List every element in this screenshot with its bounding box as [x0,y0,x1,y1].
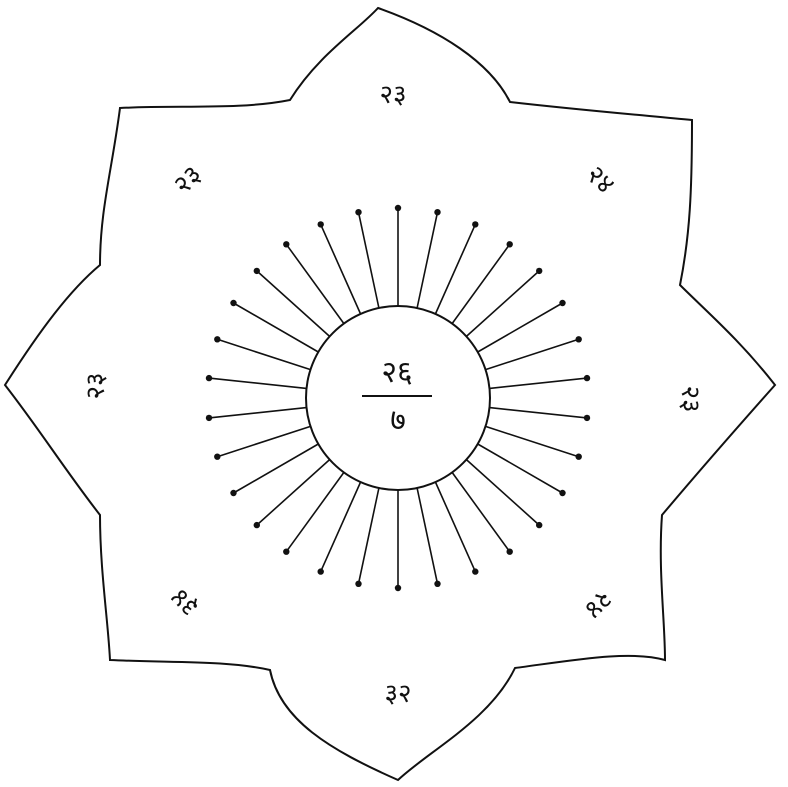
ray-dot [395,205,401,211]
petal-label-top-right: २४ [580,160,620,200]
ray-dot [395,585,401,591]
ray-dot [536,268,542,274]
ray-line [359,212,379,308]
petal-label-top: २३ [379,80,406,110]
ray-dot [507,549,513,555]
ray-dot [230,300,236,306]
center-circle [306,306,490,490]
ray-line [490,378,588,388]
ray-dot [536,522,542,528]
ray-line [257,271,330,337]
ray-dot [576,454,582,460]
ray-dot [318,221,324,227]
petal-label-bottom: ३२ [384,679,411,709]
ray-dot [283,241,289,247]
center-denominator: ७ [390,403,406,438]
ray-line [486,339,579,369]
ray-dot [584,375,590,381]
petal-label-bottom-left: ३४ [165,582,205,622]
ray-line [478,444,563,493]
ray-line [234,303,319,352]
ray-line [217,426,310,456]
ray-dot [559,300,565,306]
ray-line [209,408,307,418]
ray-dot [318,568,324,574]
ray-dot [355,209,361,215]
ray-dot [434,581,440,587]
petal-label-left: २३ [81,372,111,399]
ray-line [466,271,539,337]
ray-line [209,378,307,388]
ray-line [217,339,310,369]
petal-label-bottom-right: २४ [578,584,618,624]
ray-dot [206,375,212,381]
ray-line [490,408,588,418]
ray-line [486,426,579,456]
ray-dot [355,581,361,587]
ray-line [359,488,379,584]
ray-dot [214,454,220,460]
ray-line [417,488,437,584]
ray-dot [559,490,565,496]
ray-dot [576,336,582,342]
ray-dot [434,209,440,215]
ray-line [257,460,330,525]
ray-line [478,303,563,352]
ray-line [417,212,437,308]
ray-dot [214,336,220,342]
ray-dot [584,415,590,421]
ray-dot [254,522,260,528]
ray-dot [206,415,212,421]
ray-line [234,444,319,493]
ray-dot [472,568,478,574]
ray-dot [254,268,260,274]
ray-dot [507,241,513,247]
ray-dot [230,490,236,496]
ray-line [466,460,539,525]
ray-dot [472,221,478,227]
center-numerator: २६ [381,355,412,390]
petal-label-top-left: २३ [168,160,208,200]
ray-dot [283,549,289,555]
petal-label-right: २३ [675,385,705,412]
